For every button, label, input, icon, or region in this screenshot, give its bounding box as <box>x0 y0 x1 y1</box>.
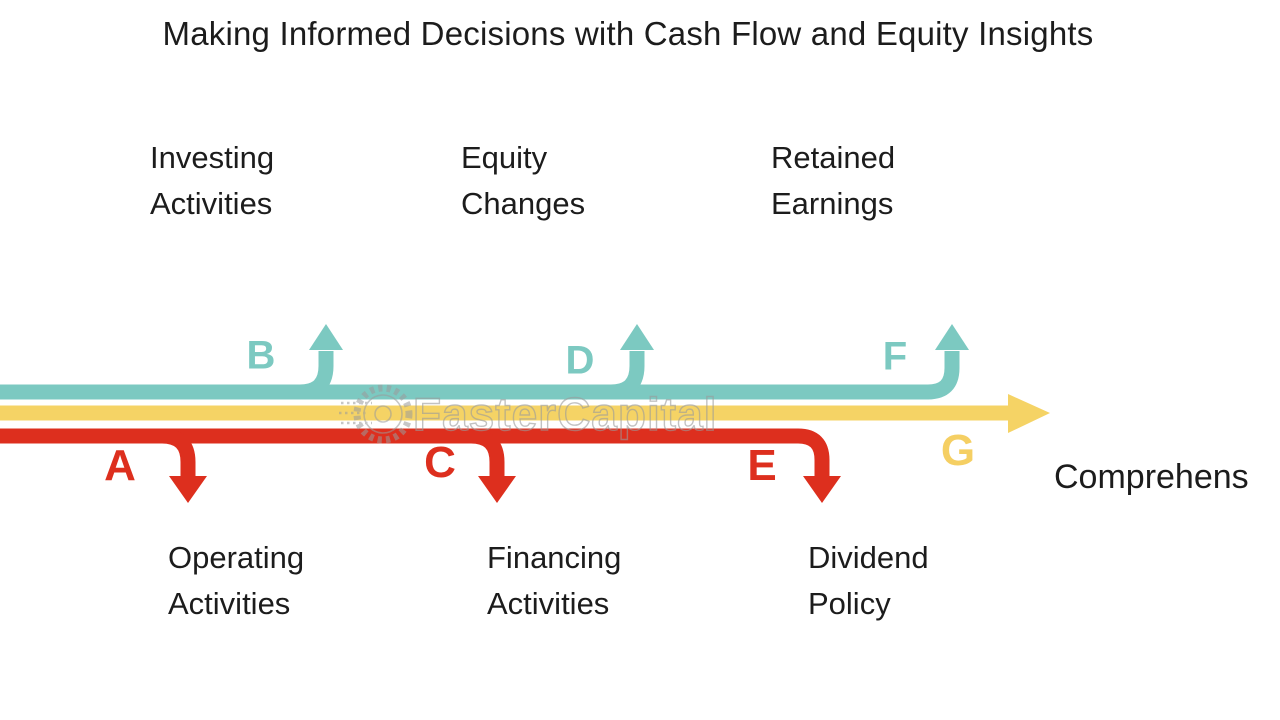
right-arrowhead-g-icon <box>1008 394 1050 433</box>
marker-g: G <box>940 426 976 475</box>
label-investing-activities: Investing Activities <box>150 135 274 227</box>
label-line: Changes <box>461 186 586 221</box>
label-retained-earnings: Retained Earnings <box>771 135 895 227</box>
marker-d: D <box>565 338 595 383</box>
label-equity-changes: Equity Changes <box>461 135 585 227</box>
label-operating-activities: Operating Activities <box>168 535 304 627</box>
watermark-text: FasterCapital <box>413 388 717 440</box>
label-line: Policy <box>808 586 891 621</box>
red-branch-a <box>161 428 196 478</box>
down-arrowhead-a-icon <box>169 476 207 503</box>
label-line: Activities <box>487 586 610 621</box>
label-dividend-policy: Dividend Policy <box>808 535 929 627</box>
marker-e: E <box>747 441 777 490</box>
label-line: Earnings <box>771 186 894 221</box>
label-line: Financing <box>487 540 622 575</box>
marker-f: F <box>882 334 908 379</box>
up-arrowhead-f-icon <box>935 324 969 350</box>
teal-branch-b <box>299 351 334 400</box>
watermark: FasterCapital <box>339 384 717 444</box>
label-line: Activities <box>168 586 291 621</box>
comprehensive-label: Comprehens <box>1054 458 1249 496</box>
up-arrowhead-d-icon <box>620 324 654 350</box>
marker-a: A <box>104 441 136 490</box>
label-line: Investing <box>150 140 275 175</box>
label-line: Dividend <box>808 540 929 575</box>
label-line: Retained <box>771 140 896 175</box>
label-financing-activities: Financing Activities <box>487 535 621 627</box>
down-arrowhead-e-icon <box>803 476 841 503</box>
marker-c: C <box>424 438 456 487</box>
teal-flow-line <box>0 351 960 400</box>
red-flow-line <box>0 428 830 478</box>
label-line: Activities <box>150 186 273 221</box>
red-branch-c <box>470 428 505 478</box>
page-title: Making Informed Decisions with Cash Flow… <box>162 15 1094 52</box>
down-arrowhead-c-icon <box>478 476 516 503</box>
marker-b: B <box>246 333 276 378</box>
label-line: Operating <box>168 540 305 575</box>
gear-icon <box>339 384 413 444</box>
up-arrowhead-b-icon <box>309 324 343 350</box>
label-line: Equity <box>461 140 548 175</box>
teal-branch-d <box>610 351 645 400</box>
